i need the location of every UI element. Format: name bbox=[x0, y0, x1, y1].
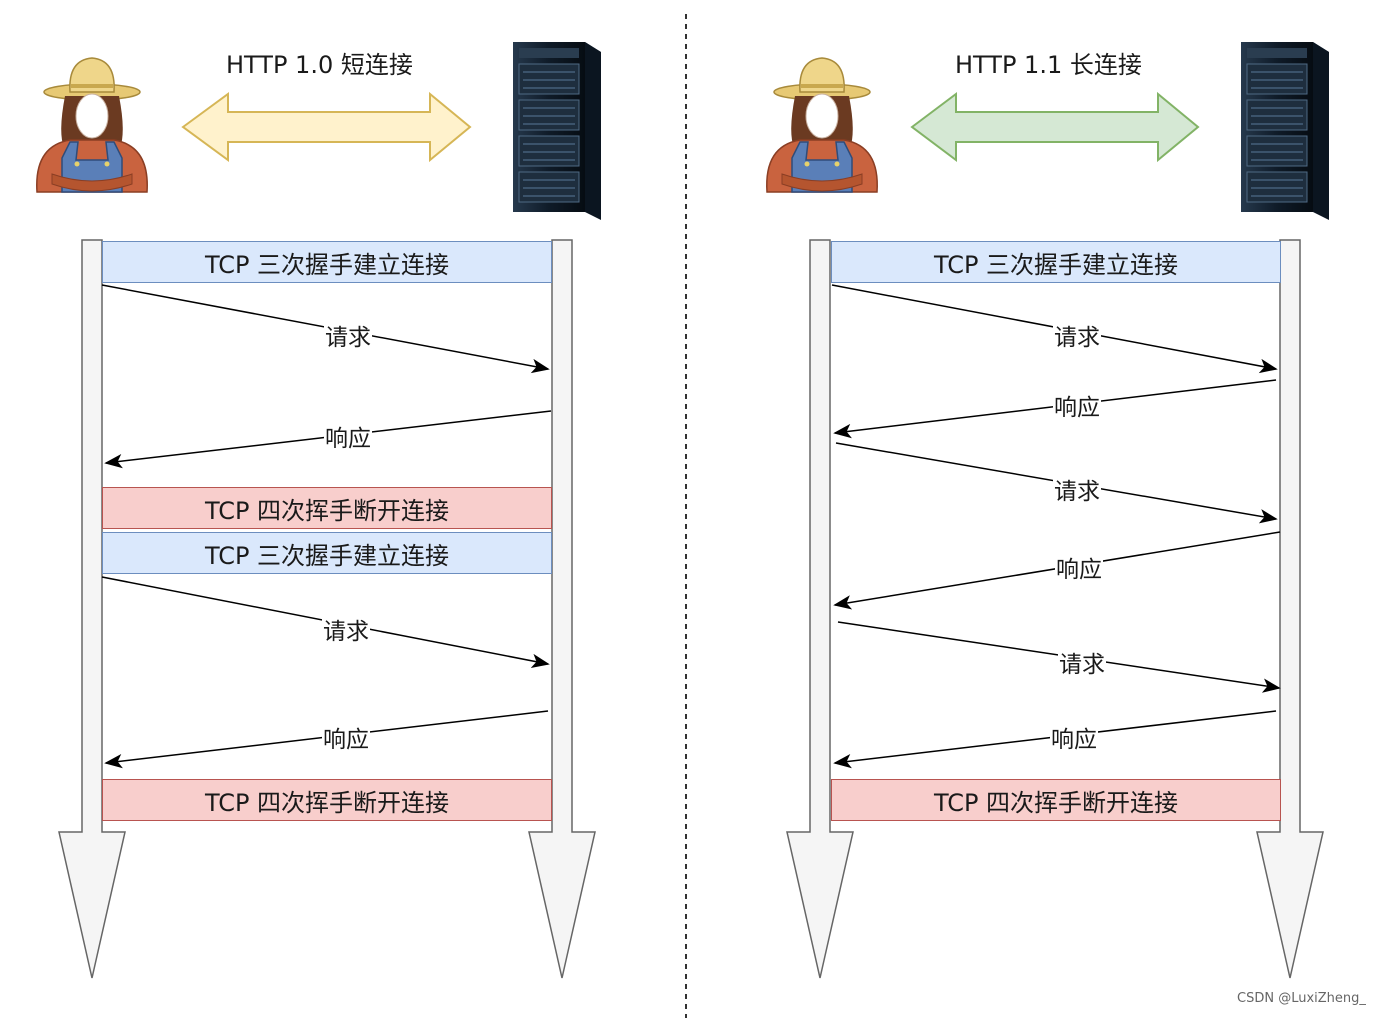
request-label: 请求 bbox=[1053, 479, 1101, 505]
tcp-handshake-box: TCP 三次握手建立连接 bbox=[831, 241, 1281, 283]
response-label: 响应 bbox=[322, 727, 370, 753]
request-label: 请求 bbox=[1053, 325, 1101, 351]
response-label: 响应 bbox=[1055, 557, 1103, 583]
client-user-icon bbox=[34, 56, 150, 194]
short-connection-arrow bbox=[181, 91, 472, 163]
right-panel-title: HTTP 1.1 长连接 bbox=[955, 51, 1142, 79]
tcp-teardown-box: TCP 四次挥手断开连接 bbox=[102, 779, 552, 821]
server-rack-icon bbox=[1240, 41, 1330, 221]
left-panel-title: HTTP 1.0 短连接 bbox=[226, 51, 413, 79]
client-user-icon bbox=[764, 56, 880, 194]
server-lifeline bbox=[1256, 239, 1324, 979]
response-label: 响应 bbox=[1050, 727, 1098, 753]
long-connection-arrow bbox=[910, 91, 1200, 163]
request-label: 请求 bbox=[322, 619, 370, 645]
request-label: 请求 bbox=[324, 325, 372, 351]
tcp-handshake-box: TCP 三次握手建立连接 bbox=[102, 241, 552, 283]
tcp-handshake-box: TCP 三次握手建立连接 bbox=[102, 532, 552, 574]
server-lifeline bbox=[528, 239, 596, 979]
tcp-teardown-box: TCP 四次挥手断开连接 bbox=[831, 779, 1281, 821]
client-lifeline bbox=[786, 239, 854, 979]
watermark: CSDN @LuxiZheng_ bbox=[1237, 991, 1366, 1006]
response-label: 响应 bbox=[1053, 395, 1101, 421]
server-rack-icon bbox=[512, 41, 602, 221]
client-lifeline bbox=[58, 239, 126, 979]
request-label: 请求 bbox=[1058, 652, 1106, 678]
response-label: 响应 bbox=[324, 426, 372, 452]
tcp-teardown-box: TCP 四次挥手断开连接 bbox=[102, 487, 552, 529]
